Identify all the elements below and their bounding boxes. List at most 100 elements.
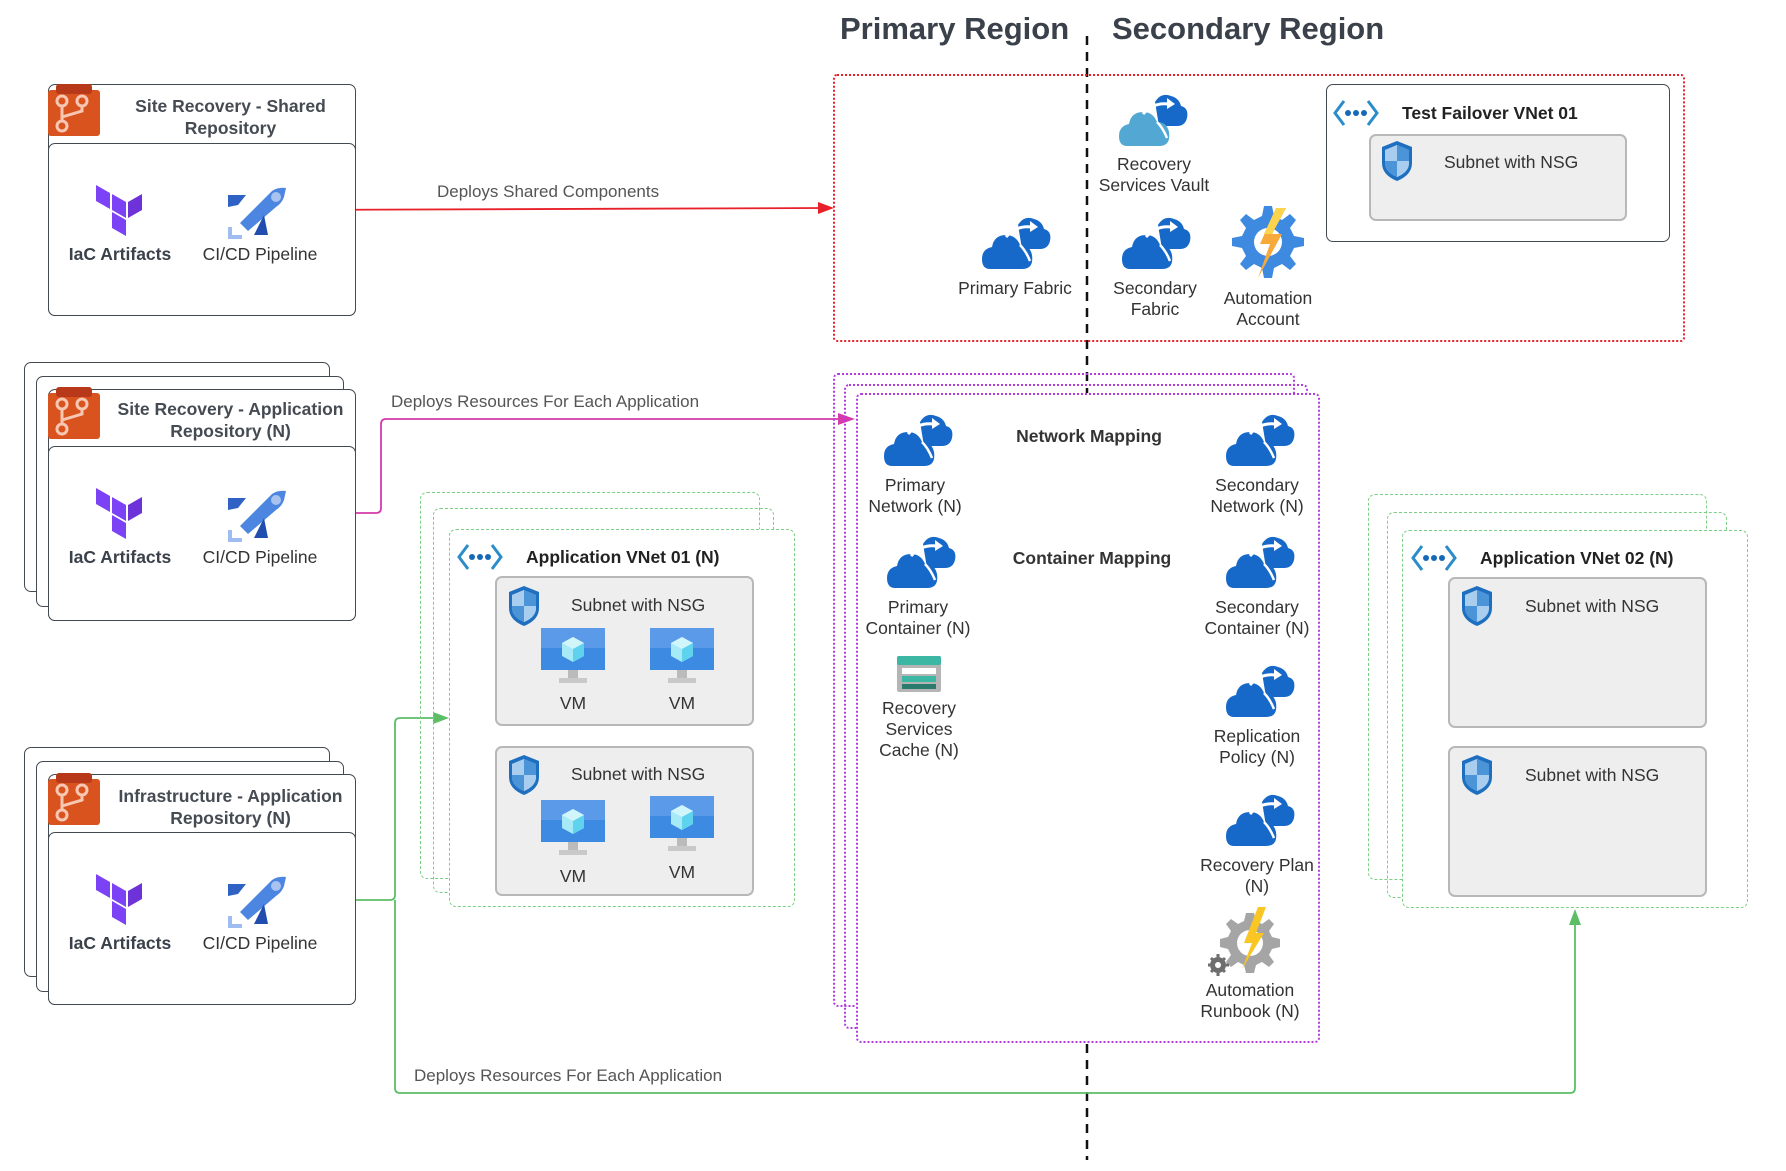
label-line: Fabric [1130, 299, 1180, 319]
label-line: Secondary [1215, 597, 1299, 617]
label-line: Automation [1205, 980, 1295, 1000]
label-line: Network (N) [868, 496, 962, 516]
secondary-container-icon[interactable] [1224, 534, 1296, 590]
recovery-plan-icon[interactable] [1224, 792, 1296, 848]
subnet-label: Subnet with NSG [1525, 765, 1660, 785]
connector-shared-label: Deploys Shared Components [437, 182, 660, 201]
recovery-services-cache-icon[interactable] [897, 656, 941, 692]
primary-network-label: Primary Network (N) [840, 475, 990, 517]
repo-title-line1: Site Recovery - Shared [135, 96, 326, 116]
connector-shared [285, 207, 827, 211]
nsg-shield-icon [1382, 141, 1412, 181]
repo-shared-body [48, 143, 356, 316]
label-line: (N) [1244, 876, 1270, 896]
recovery-plan-label: Recovery Plan (N) [1182, 855, 1332, 897]
automation-runbook-label: Automation Runbook (N) [1175, 980, 1325, 1022]
repo-site-recovery-body [48, 446, 356, 621]
replication-policy-icon[interactable] [1224, 663, 1296, 719]
secondary-container-label: Secondary Container (N) [1182, 597, 1332, 639]
label-line: Replication [1213, 726, 1301, 746]
label-line: Runbook (N) [1200, 1001, 1300, 1021]
label-line: Services [885, 719, 953, 739]
cicd-pipeline-label: CI/CD Pipeline [202, 244, 318, 264]
terraform-icon [96, 488, 142, 539]
primary-fabric-label: Primary Fabric [958, 278, 1072, 298]
repo-title-line1: Site Recovery - Application [117, 399, 344, 419]
primary-network-icon[interactable] [882, 412, 954, 468]
label-line: Recovery Plan [1200, 855, 1314, 875]
primary-fabric-icon[interactable] [980, 215, 1052, 271]
test-failover-vnet-title: Test Failover VNet 01 [1402, 103, 1578, 123]
pipeline-icon[interactable] [226, 185, 288, 239]
vm-label: VM [668, 862, 696, 882]
vm-label: VM [559, 866, 587, 886]
nsg-shield-icon [509, 586, 539, 626]
git-repo-icon [46, 82, 102, 138]
connector-infra-label: Deploys Resources For Each Application [414, 1066, 723, 1085]
connector-infra-to-vnet01-arrowhead [433, 712, 449, 724]
iac-artifacts-label: IaC Artifacts [68, 244, 172, 264]
vm-icon[interactable] [650, 796, 714, 852]
connector-site-recovery-app-arrowhead [838, 413, 855, 425]
vm-label: VM [668, 693, 696, 713]
vnet01-title: Application VNet 01 (N) [526, 547, 720, 567]
secondary-fabric-icon[interactable] [1120, 215, 1192, 271]
terraform-icon [96, 874, 142, 925]
vnet-icon [1411, 544, 1457, 572]
repo-infrastructure-body [48, 832, 356, 1005]
subnet-label: Subnet with NSG [571, 595, 706, 615]
subnet-label: Subnet with NSG [1444, 152, 1579, 172]
automation-account-label: Automation Account [1193, 288, 1343, 330]
git-repo-icon [46, 771, 102, 827]
repo-title-line1: Infrastructure - Application [118, 786, 343, 806]
subnet-label: Subnet with NSG [571, 764, 706, 784]
network-mapping-label: Network Mapping [1016, 426, 1162, 447]
repo-infrastructure-title: Infrastructure - Application Repository … [108, 785, 353, 829]
label-line: Recovery [882, 698, 956, 718]
recovery-services-vault-label: Recovery Services Vault [1074, 154, 1234, 196]
secondary-network-label: Secondary Network (N) [1182, 475, 1332, 517]
label-line: Container (N) [865, 618, 971, 638]
primary-container-icon[interactable] [885, 534, 957, 590]
git-repo-icon [46, 385, 102, 441]
vm-label: VM [559, 693, 587, 713]
terraform-icon [96, 185, 142, 236]
label-line: Services Vault [1098, 175, 1210, 195]
automation-runbook-icon[interactable] [1206, 905, 1288, 979]
label-line: Policy (N) [1219, 747, 1295, 767]
label-line: Recovery [1117, 154, 1191, 174]
automation-account-icon[interactable] [1224, 204, 1306, 282]
connector-site-recovery-app [286, 418, 846, 514]
vnet02-title: Application VNet 02 (N) [1480, 548, 1674, 568]
vm-icon[interactable] [650, 628, 714, 684]
primary-container-label: Primary Container (N) [843, 597, 993, 639]
repo-title-line2: Repository (N) [170, 808, 291, 828]
secondary-region-title: Secondary Region [1112, 11, 1385, 46]
label-line: Primary [884, 475, 946, 495]
label-line: Account [1236, 309, 1300, 329]
secondary-network-icon[interactable] [1224, 412, 1296, 468]
repo-title-line2: Repository [184, 118, 277, 138]
repo-shared-title: Site Recovery - Shared Repository [108, 95, 353, 139]
label-line: Network (N) [1210, 496, 1304, 516]
recovery-services-vault-icon[interactable] [1117, 92, 1189, 148]
vnet-icon [457, 543, 503, 571]
nsg-shield-icon [1462, 586, 1492, 626]
vm-icon[interactable] [541, 628, 605, 684]
repo-title-line2: Repository (N) [170, 421, 291, 441]
cicd-pipeline-label: CI/CD Pipeline [202, 547, 318, 567]
vm-icon[interactable] [541, 800, 605, 856]
pipeline-icon[interactable] [226, 488, 288, 542]
label-line: Container (N) [1204, 618, 1310, 638]
subnet-label: Subnet with NSG [1525, 596, 1660, 616]
cicd-pipeline-label: CI/CD Pipeline [202, 933, 318, 953]
connector-shared-arrowhead [818, 202, 834, 214]
connector-infra-to-vnet02 [394, 900, 1576, 1094]
pipeline-icon[interactable] [226, 874, 288, 928]
connector-infra-to-vnet01 [286, 717, 440, 901]
repo-site-recovery-title: Site Recovery - Application Repository (… [108, 398, 353, 442]
iac-artifacts-label: IaC Artifacts [68, 547, 172, 567]
test-failover-subnet[interactable] [1369, 134, 1627, 221]
primary-region-title: Primary Region [840, 11, 1070, 46]
label-line: Cache (N) [879, 740, 959, 760]
